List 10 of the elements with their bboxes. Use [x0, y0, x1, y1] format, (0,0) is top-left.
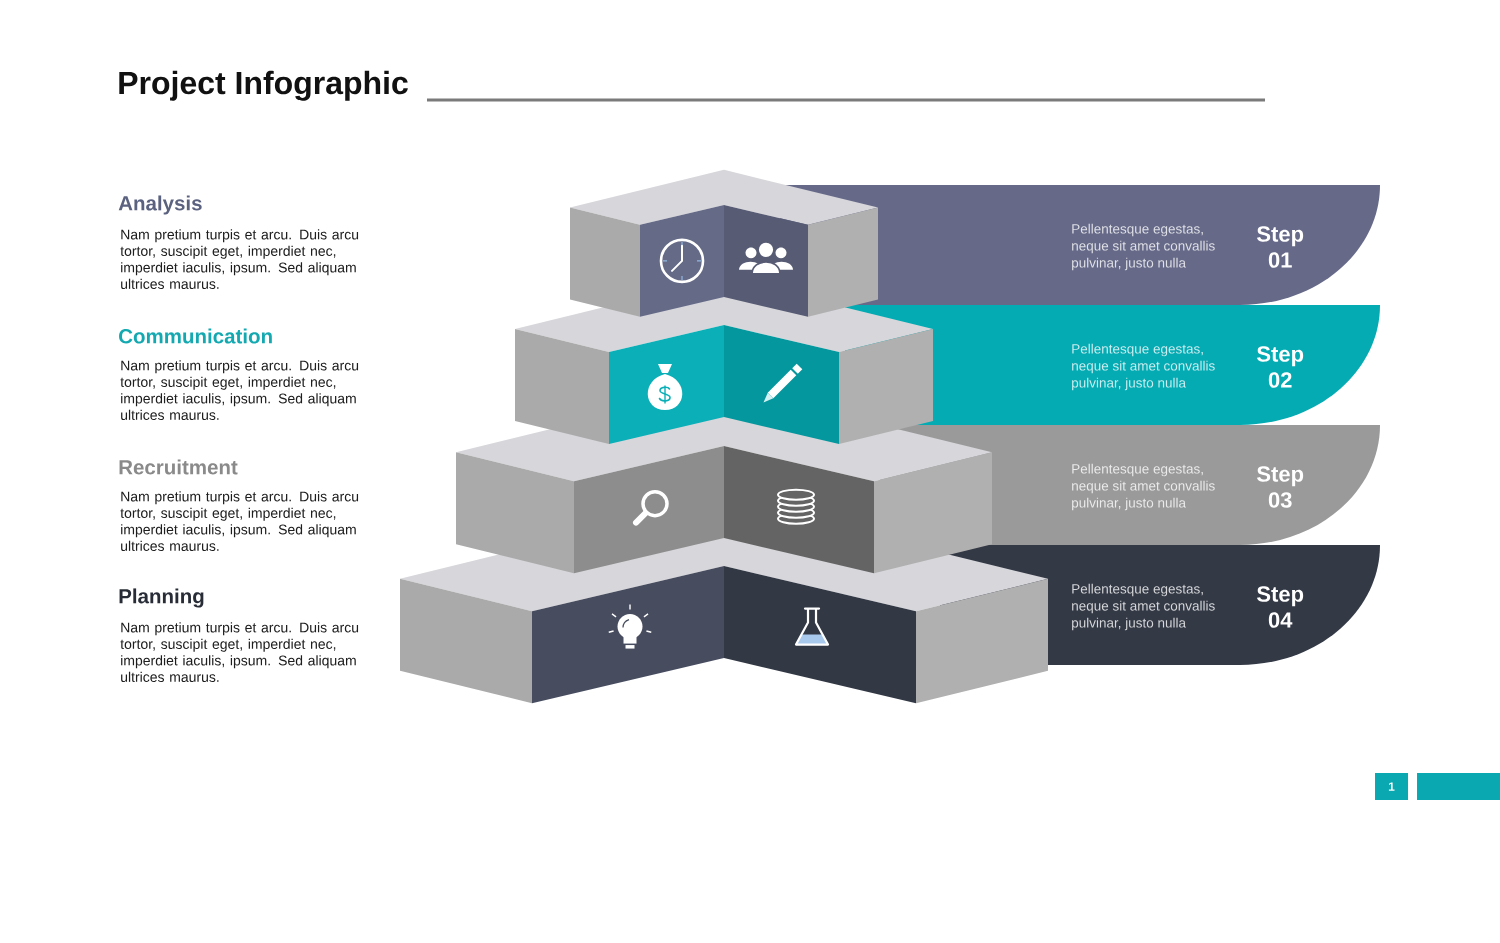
page-number: 1 [1375, 773, 1408, 800]
section-heading: Analysis [118, 195, 202, 215]
section-heading: Planning [119, 588, 204, 608]
body-text: Nam pretium turpis et arcu. Duis arcu tortor, suscipit eget, imperdiet nec, imperdiet iaculis, ipsum. Sed aliquam ultrices maurus. [120, 229, 359, 289]
title: Project Infographic [119, 70, 408, 101]
body-text: Nam pretium turpis et arcu. Duis arcu tortor, suscipit eget, imperdiet nec, imperdiet iaculis, ipsum. Sed aliquam ultrices maurus. [120, 491, 359, 551]
section-heading: Recruitment [119, 459, 238, 475]
section-heading: Communication [119, 328, 272, 344]
body-text: Nam pretium turpis et arcu. Duis arcu tortor, suscipit eget, imperdiet nec, imperdiet iaculis, ipsum. Sed aliquam ultrices maurus. [120, 622, 359, 682]
body-text: Nam pretium turpis et arcu. Duis arcu tortor, suscipit eget, imperdiet nec, imperdiet iaculis, ipsum. Sed aliquam ultrices maurus. [120, 360, 359, 420]
